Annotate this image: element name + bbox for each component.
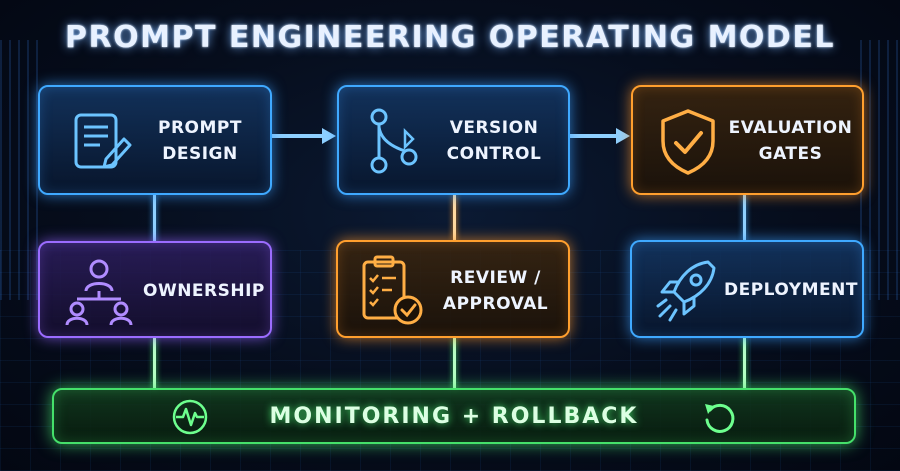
connector-evaluation-deployment: [743, 195, 746, 240]
node-label: OWNERSHIP: [143, 281, 265, 301]
node-label: DEPLOYMENT: [724, 280, 858, 300]
node-label: EVALUATION GATES: [728, 118, 853, 164]
monitoring-label: MONITORING + ROLLBACK: [269, 403, 639, 429]
diagram-title: PROMPT ENGINEERING OPERATING MODEL: [65, 20, 835, 55]
node-version-control: VERSION CONTROL: [337, 85, 570, 195]
org-chart-icon: [65, 259, 133, 326]
decorative-data-lines-left: [0, 40, 40, 300]
connector-deployment-monitoring: [743, 338, 746, 390]
node-monitoring-rollback: MONITORING + ROLLBACK: [52, 388, 856, 444]
connector-version-review: [453, 195, 456, 240]
node-evaluation-gates: EVALUATION GATES: [631, 85, 864, 195]
heartbeat-icon: [172, 399, 208, 435]
connector-design-ownership: [153, 195, 156, 243]
node-ownership: OWNERSHIP: [38, 241, 272, 338]
node-label: PROMPT DESIGN: [158, 118, 242, 164]
decorative-data-lines-right: [860, 40, 900, 300]
checklist-icon: [362, 255, 423, 325]
node-prompt-design: PROMPT DESIGN: [38, 85, 272, 195]
rocket-icon: [656, 260, 716, 322]
rollback-icon: [705, 403, 735, 433]
arrow-version-to-evaluation: [570, 128, 630, 144]
node-label: VERSION CONTROL: [446, 118, 542, 164]
node-label: REVIEW / APPROVAL: [442, 268, 549, 314]
connector-ownership-monitoring: [153, 338, 156, 390]
node-deployment: DEPLOYMENT: [630, 240, 864, 338]
document-edit-icon: [74, 113, 132, 169]
shield-check-icon: [661, 109, 715, 175]
node-review-approval: REVIEW / APPROVAL: [336, 240, 570, 338]
arrow-design-to-version: [272, 128, 336, 144]
connector-review-monitoring: [453, 338, 456, 390]
git-branch-icon: [370, 108, 418, 174]
